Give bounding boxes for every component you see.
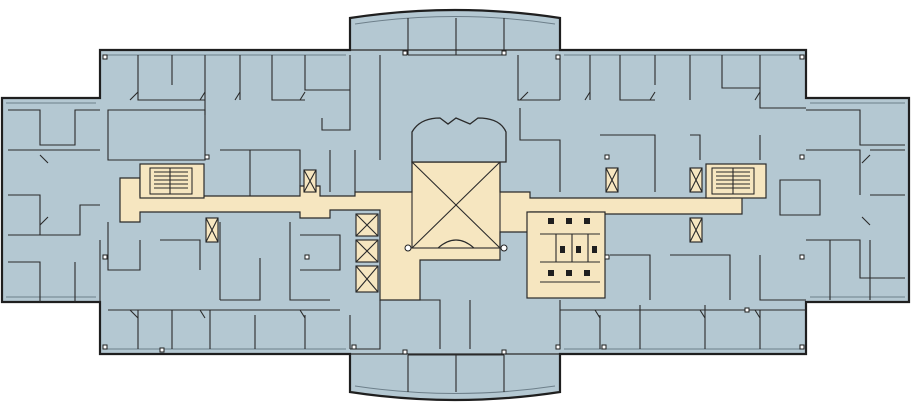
main-corridor: [119, 161, 743, 301]
column-icon: [404, 244, 412, 252]
partition-walls: [8, 18, 905, 392]
column-icon: [500, 244, 508, 252]
restroom-block: [526, 211, 606, 299]
stair-icon: [149, 167, 755, 195]
door-swing-icon: [39, 91, 871, 319]
window-line: [6, 16, 905, 394]
atrium: [404, 117, 508, 252]
exterior-wall: [0, 8, 911, 402]
rotunda-room: [411, 117, 507, 163]
column-icon: [102, 50, 805, 355]
restroom-fixture-icon: [540, 218, 600, 283]
elevator-icon: [205, 167, 703, 293]
